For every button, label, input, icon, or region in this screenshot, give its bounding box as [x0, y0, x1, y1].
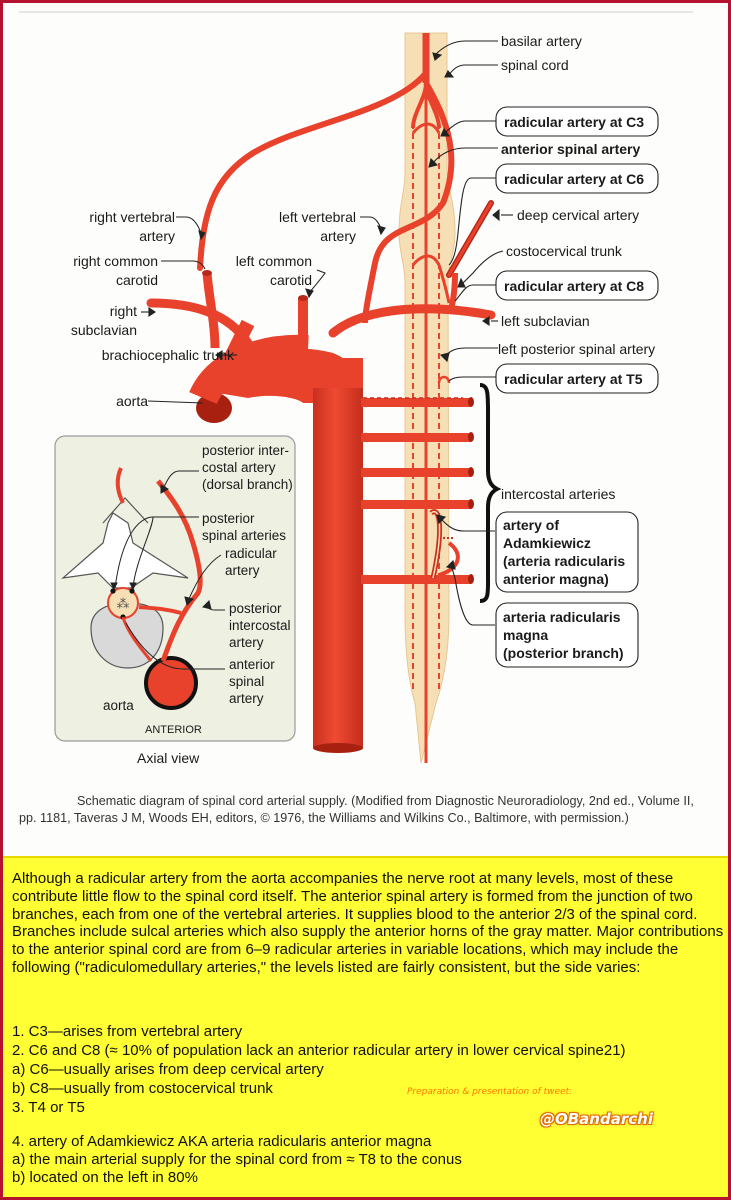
intercostal-bracket: [479, 383, 502, 603]
inset-axial-view-title: Axial view: [137, 750, 200, 766]
list-item: a) the main arterial supply for the spin…: [12, 1151, 462, 1168]
list-item: 1. C3—arises from vertebral artery: [12, 1023, 243, 1040]
inset-label-pica-3: (dorsal branch): [202, 477, 293, 492]
inset-label-posterior-intercostal-3: artery: [229, 635, 264, 650]
label-radicular-t5: radicular artery at T5: [504, 371, 643, 387]
inset-label-aorta: aorta: [103, 698, 134, 713]
explanation-panel: Although a radicular artery from the aor…: [3, 856, 728, 1197]
list-item: b) located on the left in 80%: [12, 1169, 198, 1186]
label-left-posterior-spinal-artery: left posterior spinal artery: [498, 341, 655, 357]
label-radicular-c3: radicular artery at C3: [504, 114, 644, 130]
right-common-carotid-vessel: [202, 272, 220, 349]
credit-line: Preparation & presentation of tweet:: [407, 1087, 573, 1097]
label-radicularis-magna-2: magna: [503, 627, 548, 643]
label-intercostal-arteries: intercostal arteries: [501, 486, 615, 502]
label-left-vertebral-artery-2: artery: [320, 228, 356, 244]
inset-label-posterior-spinal-1: posterior: [202, 511, 255, 526]
label-basilar-artery: basilar artery: [501, 33, 582, 49]
inset-label-radicular-1: radicular: [225, 546, 277, 561]
label-right-vertebral-artery-1: right vertebral: [89, 209, 175, 225]
right-vertebral-artery: [197, 70, 429, 271]
list-item: b) C8—usually from costocervical trunk: [12, 1080, 273, 1097]
posterior-spinal-arteries: [412, 123, 440, 693]
label-deep-cervical-artery: deep cervical artery: [517, 207, 639, 223]
inset-label-pica-1: posterior inter-: [202, 443, 289, 458]
label-radicularis-magna-3: (posterior branch): [503, 645, 624, 661]
label-spinal-cord: spinal cord: [501, 57, 569, 73]
label-anterior-spinal-artery: anterior spinal artery: [501, 141, 640, 157]
intercostal-arteries: [361, 398, 471, 584]
inset-label-posterior-intercostal-2: intercostal: [229, 618, 291, 633]
label-aorta: aorta: [116, 393, 148, 409]
list-item: 2. C6 and C8 (≈ 10% of population lack a…: [12, 1042, 626, 1059]
descending-aorta: [313, 368, 363, 748]
inset-label-anterior: ANTERIOR: [145, 724, 202, 736]
label-radicular-c8: radicular artery at C8: [504, 278, 644, 294]
label-brachiocephalic-trunk: brachiocephalic trunk: [102, 347, 235, 363]
inset-label-posterior-intercostal-1: posterior: [229, 601, 282, 616]
label-radicular-c6: radicular artery at C6: [504, 171, 644, 187]
label-left-common-carotid-2: carotid: [270, 272, 312, 288]
inset-label-anterior-spinal-2: spinal: [229, 674, 264, 689]
list-item: 4. artery of Adamkiewicz AKA arteria rad…: [12, 1133, 432, 1150]
label-adamkiewicz-3: (arteria radicularis: [503, 553, 625, 569]
label-costocervical-trunk: costocervical trunk: [506, 243, 623, 259]
label-left-common-carotid-1: left common: [236, 253, 312, 269]
inset-label-anterior-spinal-1: anterior: [229, 657, 275, 672]
label-right-common-carotid-1: right common: [73, 253, 158, 269]
list-item: a) C6—usually arises from deep cervical …: [12, 1061, 324, 1078]
figure-caption: Schematic diagram of spinal cord arteria…: [19, 794, 694, 825]
author-handle: @OBandarchi: [540, 1110, 653, 1128]
inset-label-pica-2: costal artery: [202, 460, 276, 475]
inset-label-radicular-2: artery: [225, 563, 260, 578]
left-subclavian-vessel: [328, 304, 496, 338]
axial-view-inset: ⁂ posterior inter- costal artery (dorsal…: [54, 435, 296, 766]
label-right-subclavian-2: subclavian: [71, 322, 137, 338]
label-left-vertebral-artery-1: left vertebral: [279, 209, 356, 225]
spinal-arterial-diagram: basilar artery spinal cord radicular art…: [19, 11, 693, 766]
left-vertebral-artery: [362, 81, 455, 324]
explanation-paragraph: Although a radicular artery from the aor…: [12, 870, 724, 976]
svg-text:⁂: ⁂: [117, 596, 130, 611]
list-item: 3. T4 or T5: [12, 1099, 85, 1116]
label-radicularis-magna-1: arteria radicularis: [503, 609, 621, 625]
inset-label-posterior-spinal-2: spinal arteries: [202, 528, 286, 543]
label-right-common-carotid-2: carotid: [116, 272, 158, 288]
label-adamkiewicz-4: anterior magna): [503, 571, 609, 587]
label-right-vertebral-artery-2: artery: [139, 228, 175, 244]
label-right-subclavian-1: right: [110, 303, 137, 319]
label-adamkiewicz-1: artery of: [503, 517, 559, 533]
inset-label-anterior-spinal-3: artery: [229, 691, 264, 706]
label-adamkiewicz-2: Adamkiewicz: [503, 535, 591, 551]
label-left-subclavian: left subclavian: [501, 313, 590, 329]
